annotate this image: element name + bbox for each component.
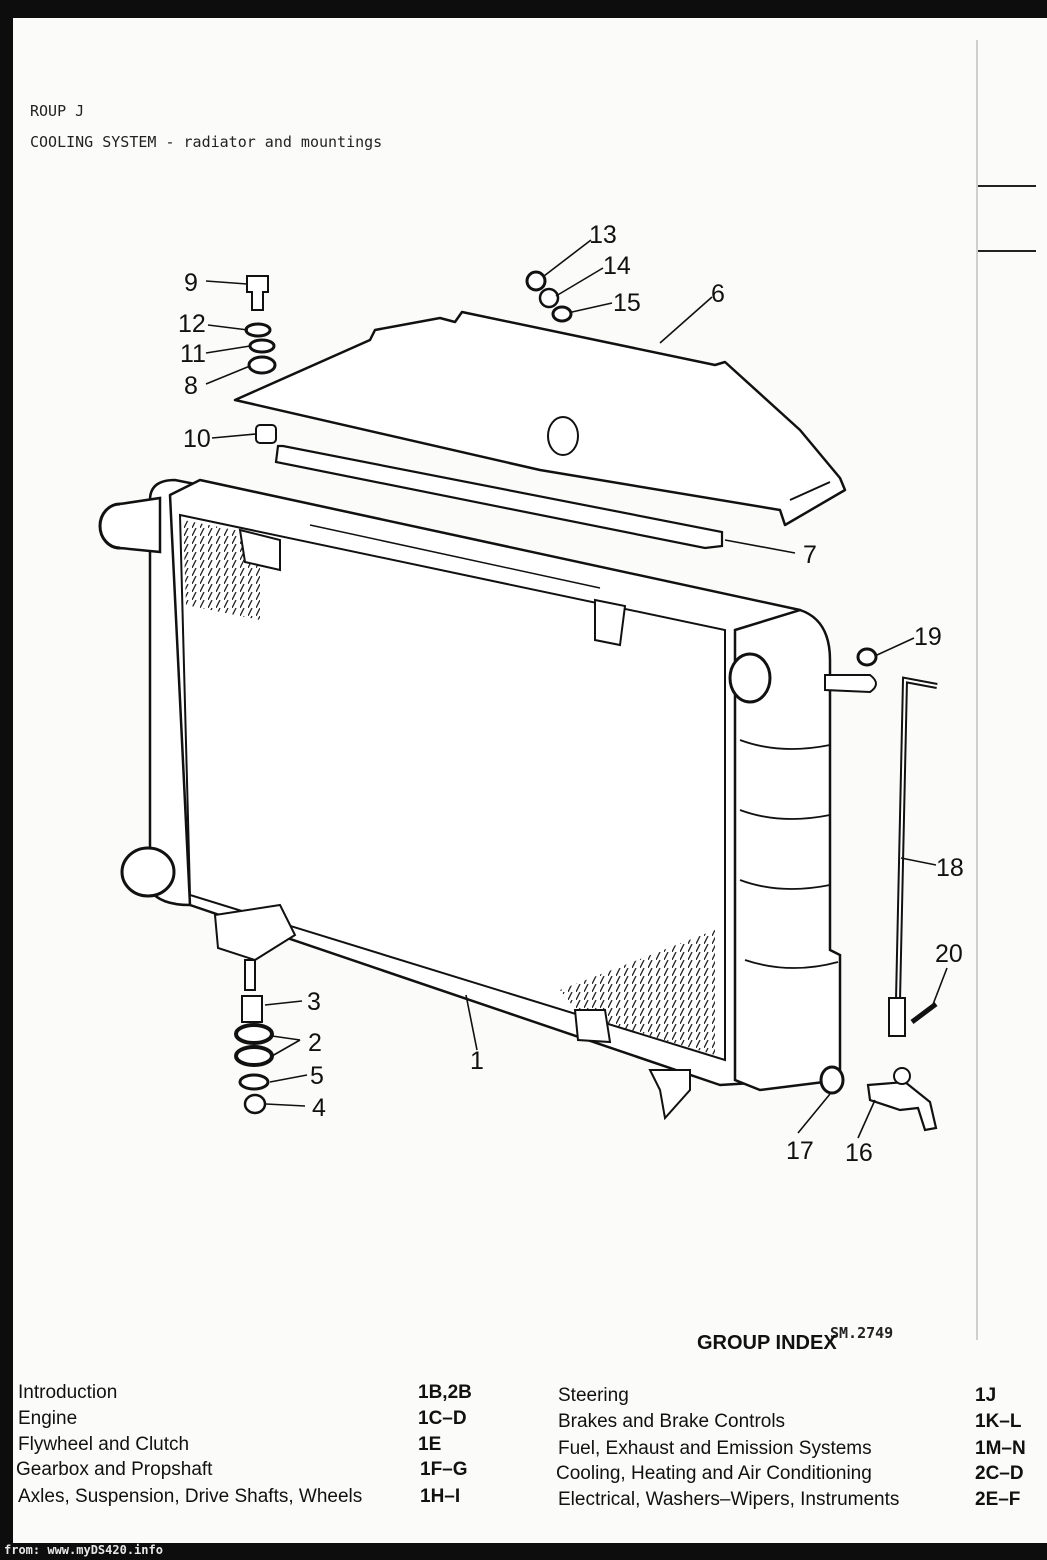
callout-12: 12 [178, 310, 206, 338]
lower-left-pipe [120, 846, 176, 898]
callout-16: 16 [845, 1139, 873, 1167]
strip-rule [978, 250, 1036, 252]
spacer-10 [255, 424, 277, 444]
callout-2: 2 [308, 1029, 322, 1057]
index-entry-electrical[interactable]: Electrical, Washers–Wipers, Instruments [558, 1489, 900, 1510]
washer-14 [538, 287, 560, 309]
drain-tap-16 [866, 1080, 938, 1132]
index-code: 1E [418, 1434, 442, 1455]
callout-1: 1 [470, 1047, 484, 1075]
strip-rule [978, 185, 1036, 187]
group-index-title: GROUP INDEX [697, 1332, 837, 1354]
callout-5: 5 [310, 1062, 324, 1090]
washer-15 [551, 305, 573, 323]
index-entry-fuel[interactable]: Fuel, Exhaust and Emission Systems [558, 1438, 872, 1459]
callout-20: 20 [935, 940, 963, 968]
callout-3: 3 [307, 988, 321, 1016]
top-bracket-right [594, 598, 627, 647]
callout-15: 15 [613, 289, 641, 317]
nut-19 [856, 647, 878, 667]
nut-13 [525, 270, 547, 292]
index-code: 1J [975, 1385, 997, 1406]
index-code: 1M–N [975, 1438, 1026, 1459]
page-edge-strip [976, 40, 1036, 1340]
index-code: 1H–I [420, 1486, 461, 1507]
nut-4 [243, 1093, 267, 1115]
index-entry-brakes[interactable]: Brakes and Brake Controls [558, 1411, 786, 1432]
index-code: 2C–D [975, 1463, 1024, 1484]
drawing-reference: SM.2749 [830, 1324, 893, 1340]
bottom-bracket-left [213, 903, 297, 962]
bottom-bracket-right [573, 1009, 612, 1044]
top-bracket-left [238, 528, 281, 572]
seal-strip [274, 444, 724, 550]
index-code: 1B,2B [418, 1382, 472, 1403]
washer-11 [248, 338, 276, 354]
bolt-9 [246, 275, 269, 311]
callout-6: 6 [711, 280, 725, 308]
callout-18: 18 [936, 854, 964, 882]
rubber-mount-2b [234, 1045, 274, 1067]
right-outlet-pipe [728, 652, 772, 704]
washer-5 [238, 1073, 270, 1091]
radiator-core [178, 513, 726, 1062]
exploded-diagram: 9 12 11 8 10 13 14 15 6 7 19 18 20 3 2 5… [98, 221, 964, 1340]
callout-11: 11 [180, 340, 206, 368]
mounting-tab [824, 674, 877, 694]
group-index: Introduction 1B,2B Engine 1C–D Flywheel … [5, 1366, 1035, 1510]
callout-10: 10 [183, 425, 211, 453]
index-entry-flywheel[interactable]: Flywheel and Clutch [18, 1434, 190, 1455]
callout-14: 14 [603, 252, 631, 280]
callout-13: 13 [589, 221, 617, 249]
callout-19: 19 [914, 623, 942, 651]
index-entry-engine[interactable]: Engine [18, 1408, 78, 1429]
callout-7: 7 [803, 541, 817, 569]
top-cowl-panel [233, 310, 847, 527]
callout-labels: 9 12 11 8 10 13 14 15 6 7 19 18 20 3 2 5… [178, 221, 964, 1167]
callout-9: 9 [184, 269, 198, 297]
spacer-3 [241, 995, 263, 1023]
index-code: 2E–F [975, 1489, 1021, 1510]
source-footer: from: www.myDS420.info [4, 1543, 163, 1557]
rubber-mount-2a [234, 1023, 274, 1045]
callout-4: 4 [312, 1094, 326, 1122]
group-heading: ROUP J [30, 102, 85, 120]
callout-8: 8 [184, 372, 198, 400]
index-code: 1K–L [975, 1411, 1022, 1432]
cowl-hole [547, 416, 579, 456]
callout-17: 17 [786, 1137, 814, 1165]
index-entry-gearbox[interactable]: Gearbox and Propshaft [16, 1459, 213, 1480]
section-title: COOLING SYSTEM - radiator and mountings [30, 133, 383, 151]
drain-washer-17 [819, 1065, 845, 1095]
index-code: 1C–D [418, 1408, 467, 1429]
index-code: 1F–G [420, 1459, 468, 1480]
index-entry-cooling[interactable]: Cooling, Heating and Air Conditioning [556, 1463, 872, 1484]
index-entry-introduction[interactable]: Introduction [18, 1382, 118, 1403]
washer-12 [244, 322, 272, 338]
index-entry-steering[interactable]: Steering [558, 1385, 629, 1406]
bush-8 [247, 355, 277, 375]
index-entry-axles[interactable]: Axles, Suspension, Drive Shafts, Wheels [18, 1486, 363, 1507]
